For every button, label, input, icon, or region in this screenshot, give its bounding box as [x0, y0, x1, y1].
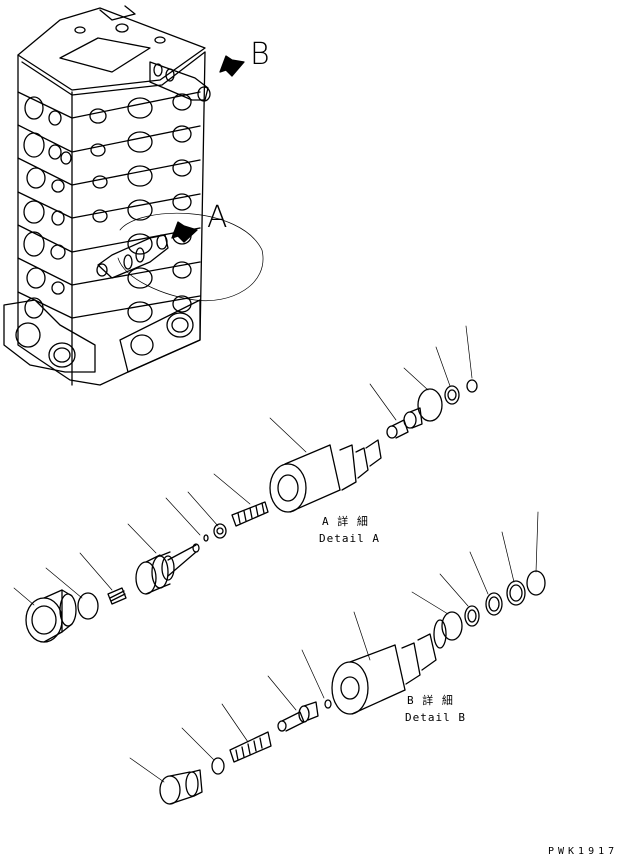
a-washer	[213, 523, 227, 539]
arrow-b-icon	[219, 55, 245, 77]
detail-a-exploded-group	[25, 379, 478, 643]
leader-lines-b	[129, 511, 539, 783]
a-o-ring-1	[77, 592, 99, 620]
b-backup-ring-2	[485, 592, 503, 616]
detail-a-circle	[117, 212, 264, 302]
a-backup-ring	[444, 385, 460, 405]
a-ball	[203, 534, 209, 542]
b-backup-ring-1	[464, 605, 480, 627]
leader-lines-a	[13, 325, 473, 606]
b-small-ring	[324, 699, 332, 709]
callout-b-label: B	[250, 37, 270, 72]
b-o-ring-1	[211, 757, 225, 775]
b-o-ring-2	[441, 611, 463, 641]
detail-b-caption-jp: B 詳 細	[407, 694, 454, 707]
a-o-ring-2	[417, 388, 443, 422]
b-plug	[159, 769, 203, 805]
control-valve-body	[3, 5, 206, 386]
detail-a-caption-jp: A 詳 細	[322, 515, 369, 528]
b-sleeve	[331, 619, 447, 715]
a-spring-1	[107, 587, 127, 605]
arrow-a-icon	[171, 221, 198, 243]
b-spring	[229, 731, 272, 763]
a-small-ring	[466, 379, 478, 393]
b-poppet	[277, 701, 319, 732]
valve-b-on-assembly	[149, 61, 211, 102]
callout-a-label: A	[207, 200, 228, 235]
a-poppet	[386, 407, 423, 439]
valve-a-on-assembly	[96, 234, 169, 279]
drawing-code: PWK1917	[548, 846, 618, 857]
a-sleeve	[269, 439, 382, 513]
b-o-ring-3	[526, 570, 546, 596]
a-plug	[25, 589, 77, 643]
b-backup-ring-3	[506, 580, 526, 606]
a-spool	[135, 543, 200, 595]
detail-a-caption-en: Detail A	[319, 532, 380, 545]
detail-b-exploded-group	[159, 570, 546, 805]
detail-b-caption-en: Detail B	[405, 711, 466, 724]
a-spring-2	[231, 501, 269, 527]
